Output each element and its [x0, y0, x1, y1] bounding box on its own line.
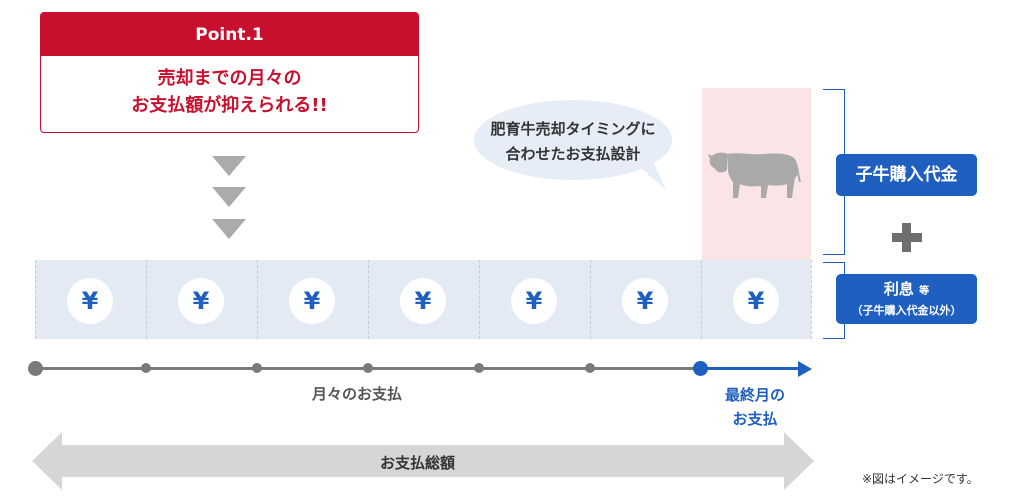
bubble-line-1: 肥育牛売却タイミングに [490, 120, 656, 138]
total-double-arrow [32, 432, 814, 490]
month-divider [35, 260, 36, 339]
month-divider [146, 260, 147, 339]
triangle-down-icon [212, 219, 246, 239]
yen-icon: ¥ [511, 278, 557, 324]
timeline-dot [363, 363, 373, 373]
month-divider [701, 260, 702, 339]
timeline-start-dot [28, 361, 43, 376]
total-payment-label: お支払総額 [380, 454, 456, 472]
timeline-dot [141, 363, 151, 373]
yen-icon: ¥ [289, 278, 335, 324]
month-divider [590, 260, 591, 339]
point-line-2: お支払額が抑えられる!! [131, 95, 328, 116]
timeline-dot [585, 363, 595, 373]
timeline-final-dot [693, 361, 708, 376]
month-divider [257, 260, 258, 339]
triangle-down-icon [212, 156, 246, 176]
bubble-line-2: 合わせたお支払設計 [505, 145, 641, 163]
footnote: ※図はイメージです。 [862, 472, 979, 486]
monthly-payment-label: 月々のお支払 [312, 385, 403, 403]
plus-icon [902, 223, 911, 252]
yen-icon: ¥ [733, 278, 779, 324]
point-box: Point.1 売却までの月々の お支払額が抑えられる!! [40, 12, 419, 133]
last-month-label: 最終月の お支払 [705, 383, 805, 431]
timeline-dot [474, 363, 484, 373]
point-heading: Point.1 [41, 13, 418, 56]
point-message: 売却までの月々の お支払額が抑えられる!! [41, 56, 418, 119]
bubble-text: 肥育牛売却タイミングに 合わせたお支払設計 [474, 117, 672, 167]
cow-icon [708, 152, 801, 198]
arrow-right-icon [798, 361, 812, 377]
month-divider [368, 260, 369, 339]
last-month-line-2: お支払 [732, 410, 778, 428]
speech-bubble [474, 100, 672, 190]
yen-icon: ¥ [67, 278, 113, 324]
calf-price-badge: 子牛購入代金 [836, 154, 977, 196]
triangle-down-icon [212, 187, 246, 207]
last-month-line-1: 最終月の [724, 386, 785, 404]
point-line-1: 売却までの月々の [157, 68, 302, 89]
interest-suffix: 等 [919, 286, 930, 297]
interest-badge: 利息 等 （子牛購入代金以外） [836, 274, 977, 324]
interest-label: 利息 [883, 280, 914, 298]
yen-icon: ¥ [400, 278, 446, 324]
yen-icon: ¥ [622, 278, 668, 324]
interest-note: （子牛購入代金以外） [851, 304, 962, 317]
month-divider [479, 260, 480, 339]
month-divider [811, 260, 812, 339]
timeline-final-segment [700, 367, 800, 370]
timeline-dot [252, 363, 262, 373]
yen-icon: ¥ [178, 278, 224, 324]
